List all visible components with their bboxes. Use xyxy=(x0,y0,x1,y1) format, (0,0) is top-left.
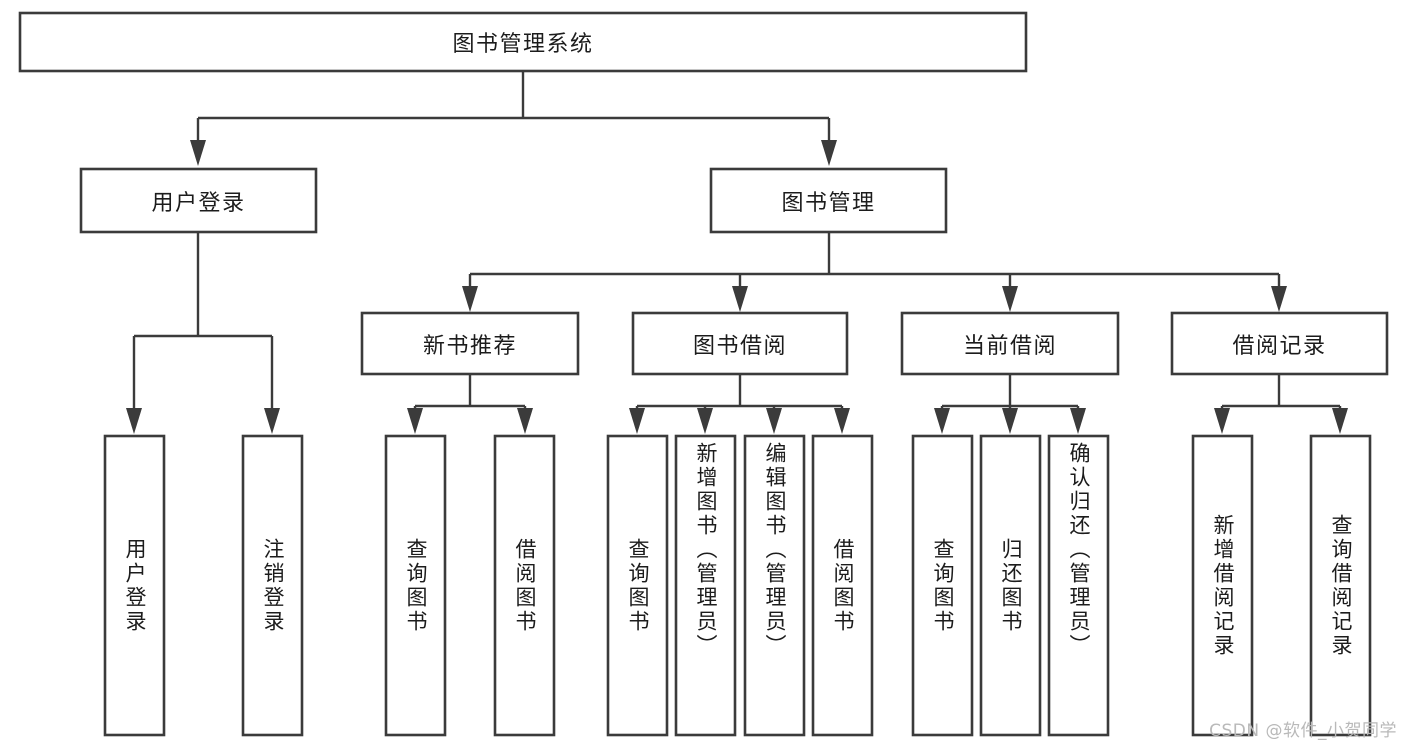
arrowhead-current-borrow xyxy=(1002,286,1018,312)
node-box-leaf-bb-3[interactable] xyxy=(811,434,874,737)
arrowhead-br-leaf-1 xyxy=(1214,408,1230,434)
connector-group-user-login xyxy=(126,232,280,434)
arrowhead-nbr-leaf-2 xyxy=(517,408,533,434)
arrowhead-user-login xyxy=(190,140,206,166)
connector-group-current-borrow xyxy=(934,374,1086,434)
node-box-leaf-bb-0[interactable] xyxy=(606,434,669,737)
node-box-leaf-br-1[interactable] xyxy=(1309,434,1372,737)
arrowhead-cb-leaf-3 xyxy=(1070,408,1086,434)
arrowhead-bb-leaf-3 xyxy=(766,408,782,434)
connector-group-book-borrow xyxy=(629,374,850,434)
arrowhead-bb-leaf-1 xyxy=(629,408,645,434)
node-box-root[interactable] xyxy=(18,11,1028,73)
node-box-book-borrow[interactable] xyxy=(631,311,849,376)
connector-group-root xyxy=(190,72,837,166)
node-box-leaf-bb-1[interactable] xyxy=(674,434,737,737)
node-box-leaf-cb-2[interactable] xyxy=(1047,434,1110,737)
node-box-current-borrow[interactable] xyxy=(900,311,1120,376)
arrowhead-borrow-record xyxy=(1271,286,1287,312)
arrowhead-book-manage xyxy=(821,140,837,166)
arrowhead-bb-leaf-4 xyxy=(834,408,850,434)
arrowhead-leaf-logout xyxy=(264,408,280,434)
node-box-leaf-nbr-0[interactable] xyxy=(384,434,447,737)
node-box-borrow-record[interactable] xyxy=(1170,311,1389,376)
node-box-leaf-cb-0[interactable] xyxy=(911,434,974,737)
node-box-leaf-br-0[interactable] xyxy=(1191,434,1254,737)
arrowhead-cb-leaf-2 xyxy=(1002,408,1018,434)
arrowhead-bb-leaf-2 xyxy=(697,408,713,434)
node-box-new-book-recommend[interactable] xyxy=(360,311,580,376)
connector-group-book-manage xyxy=(462,232,1287,312)
node-box-leaf-nbr-1[interactable] xyxy=(493,434,556,737)
connector-group-new-book-recommend xyxy=(407,374,533,434)
arrowhead-nbr-leaf-1 xyxy=(407,408,423,434)
node-box-leaf-user-login-1[interactable] xyxy=(241,434,304,737)
node-box-user-login[interactable] xyxy=(79,167,318,234)
arrowhead-cb-leaf-1 xyxy=(934,408,950,434)
node-box-book-manage[interactable] xyxy=(709,167,948,234)
node-box-leaf-user-login-0[interactable] xyxy=(103,434,166,737)
arrowhead-book-borrow xyxy=(732,286,748,312)
node-box-leaf-cb-1[interactable] xyxy=(979,434,1042,737)
node-box-leaf-bb-2[interactable] xyxy=(743,434,806,737)
arrowhead-br-leaf-2 xyxy=(1332,408,1348,434)
arrowhead-leaf-user-login xyxy=(126,408,142,434)
connector-group-borrow-record xyxy=(1214,374,1348,434)
arrowhead-new-book-recommend xyxy=(462,286,478,312)
